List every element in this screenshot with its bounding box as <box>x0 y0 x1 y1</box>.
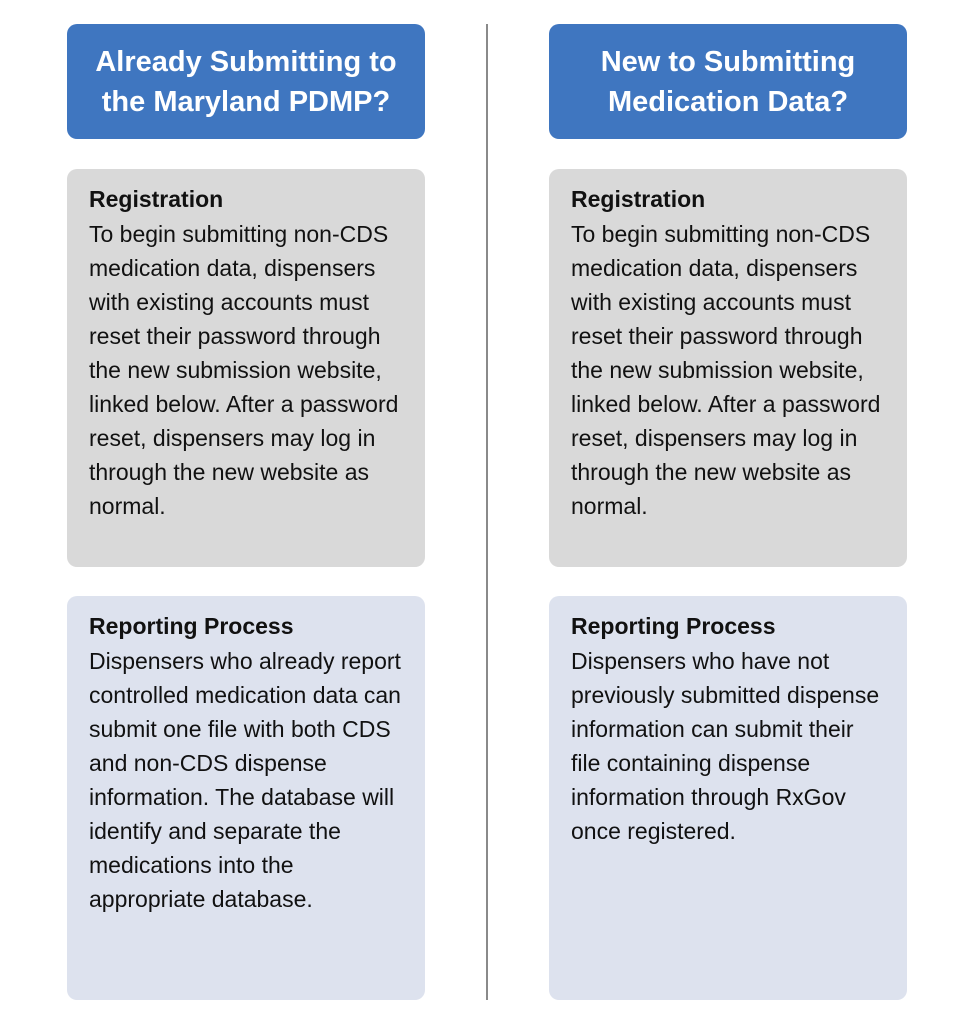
registration-body: To begin submitting non-CDS medication d… <box>89 221 399 519</box>
reporting-title: Reporting Process <box>571 613 776 639</box>
column-divider <box>486 24 488 1000</box>
column-already-submitting: Already Submitting to the Maryland PDMP?… <box>67 24 425 1000</box>
registration-card: Registration To begin submitting non-CDS… <box>67 169 425 567</box>
reporting-card: Reporting Process Dispensers who have no… <box>549 596 907 1000</box>
registration-card: Registration To begin submitting non-CDS… <box>549 169 907 567</box>
registration-title: Registration <box>571 186 706 212</box>
column-header: New to Submitting Medication Data? <box>549 24 907 139</box>
column-header: Already Submitting to the Maryland PDMP? <box>67 24 425 139</box>
reporting-card: Reporting Process Dispensers who already… <box>67 596 425 1000</box>
registration-title: Registration <box>89 186 224 212</box>
registration-body: To begin submitting non-CDS medication d… <box>571 221 881 519</box>
column-new-submitters: New to Submitting Medication Data? Regis… <box>549 24 907 1000</box>
reporting-title: Reporting Process <box>89 613 294 639</box>
reporting-body: Dispensers who have not previously submi… <box>571 648 880 844</box>
reporting-body: Dispensers who already report controlled… <box>89 648 401 912</box>
